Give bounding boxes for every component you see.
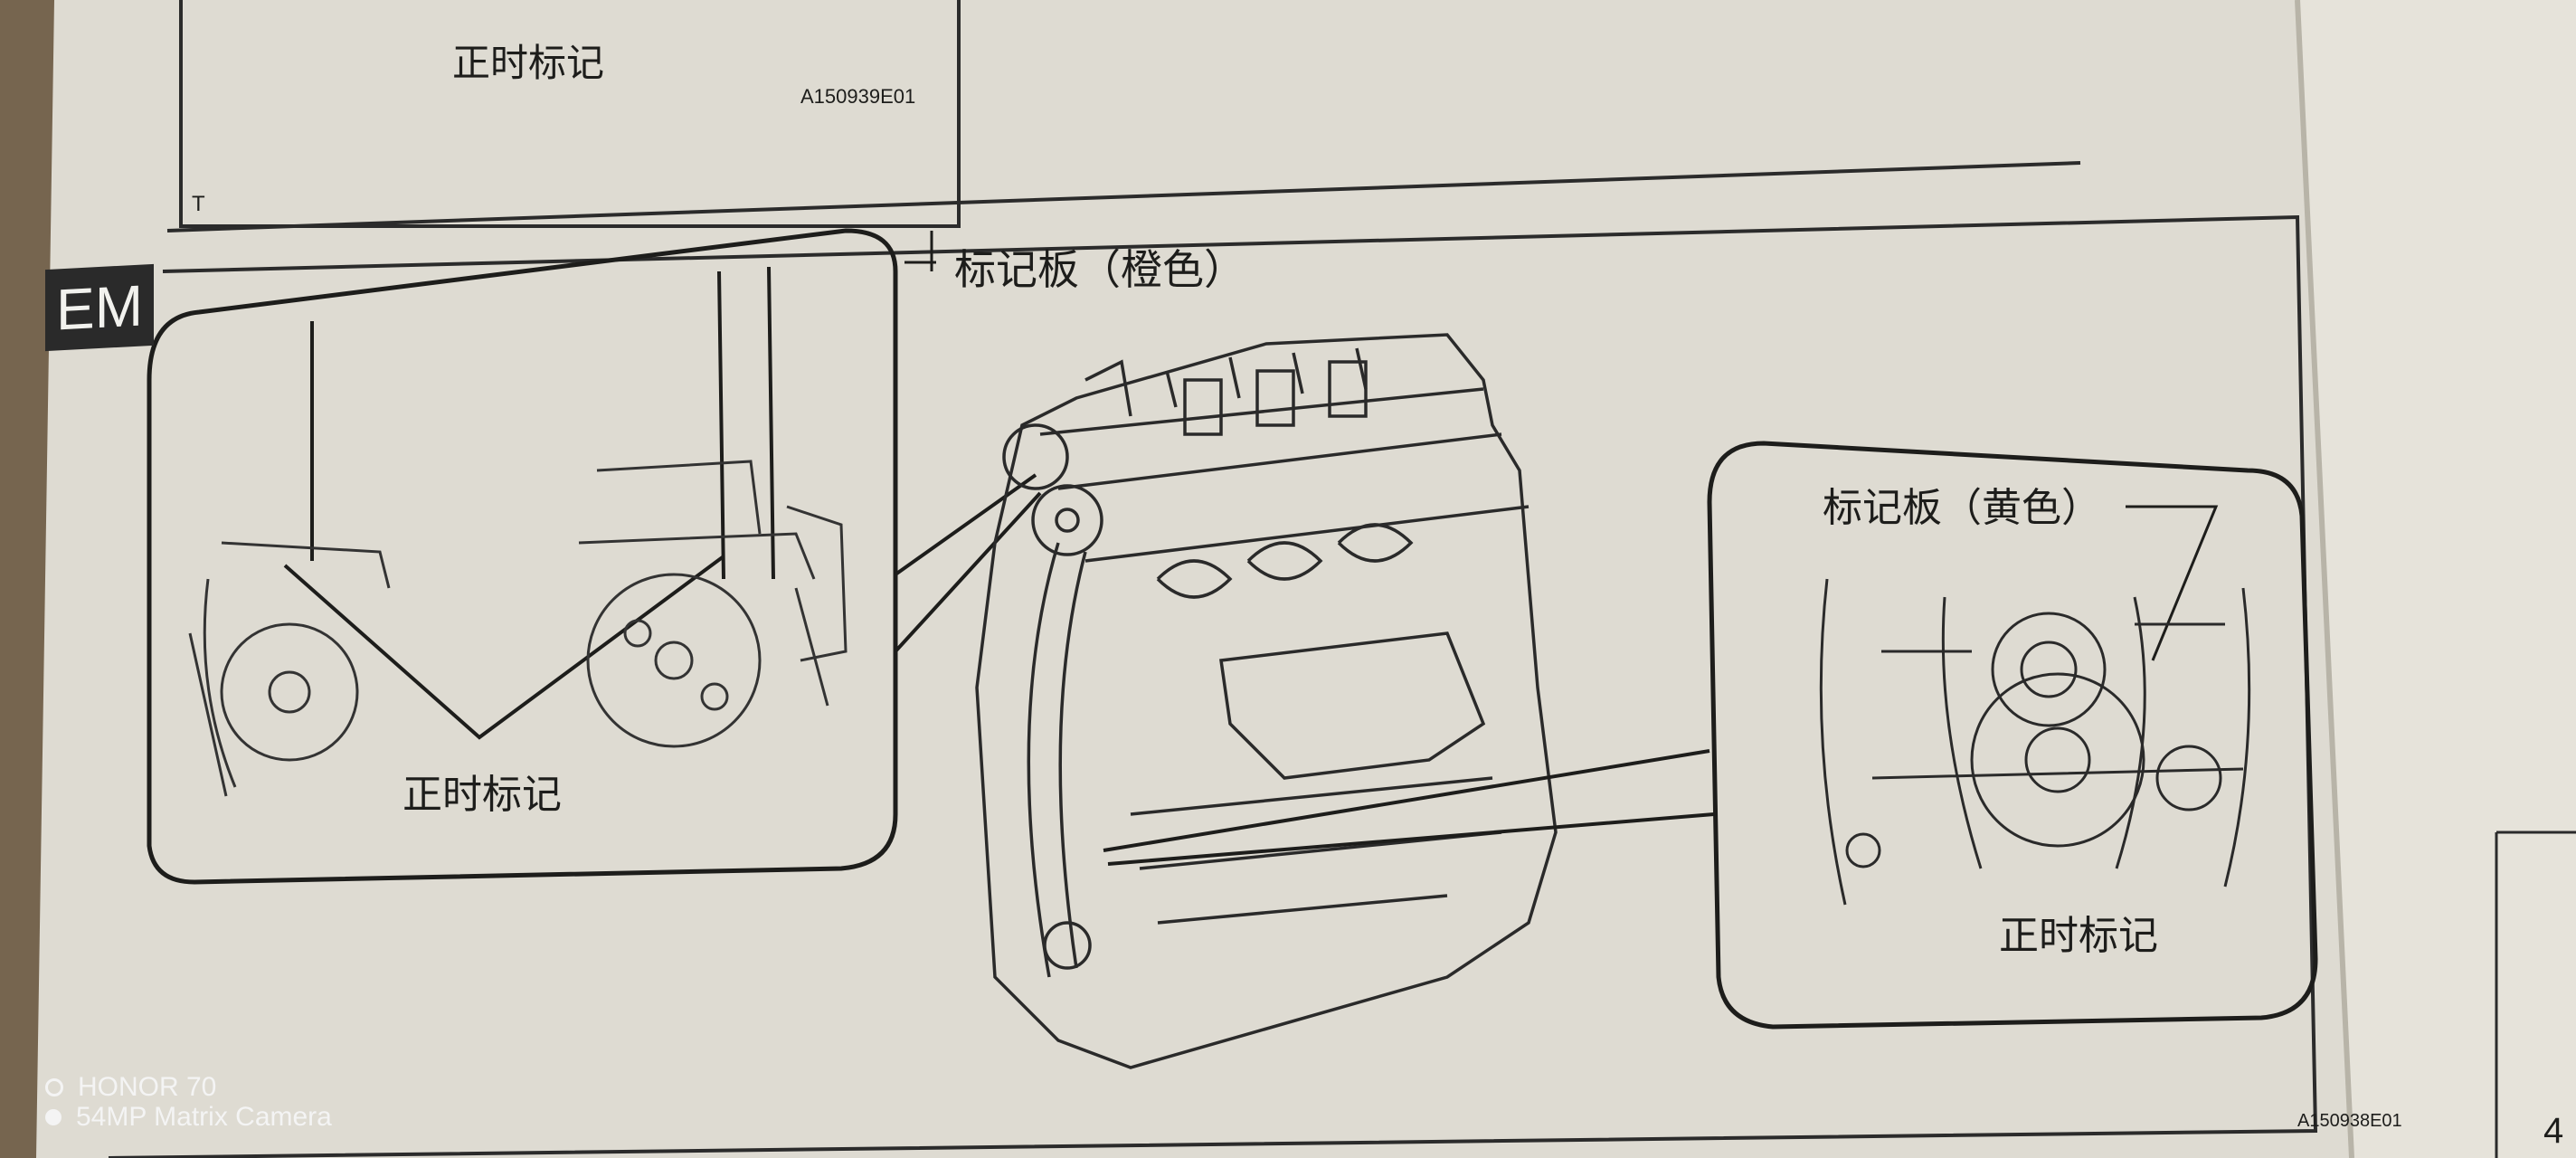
main-figure-code: A150938E01 — [2297, 1111, 2402, 1131]
right-inset-timing-mark-label: 正时标记 — [1999, 913, 2158, 959]
watermark-camera-name: 54MP Matrix Camera — [76, 1102, 332, 1132]
camera-watermark-line2: 54MP Matrix Camera — [45, 1102, 332, 1133]
camera-watermark-line1: HONOR 70 — [45, 1072, 216, 1103]
section-tab-em: EM — [45, 263, 154, 352]
filled-dot-icon — [45, 1109, 62, 1125]
top-figure-code: A150939E01 — [800, 85, 916, 108]
page-number: 4 — [2543, 1111, 2564, 1151]
watermark-device-name: HONOR 70 — [78, 1072, 217, 1102]
orange-plate-label: 标记板（橙色） — [954, 245, 1245, 294]
yellow-plate-label: 标记板（黄色） — [1823, 485, 2101, 531]
corner-letter: T — [192, 192, 205, 216]
ring-dot-icon — [45, 1078, 63, 1096]
left-inset-timing-mark-label: 正时标记 — [402, 772, 562, 818]
top-timing-mark-label: 正时标记 — [452, 41, 605, 85]
